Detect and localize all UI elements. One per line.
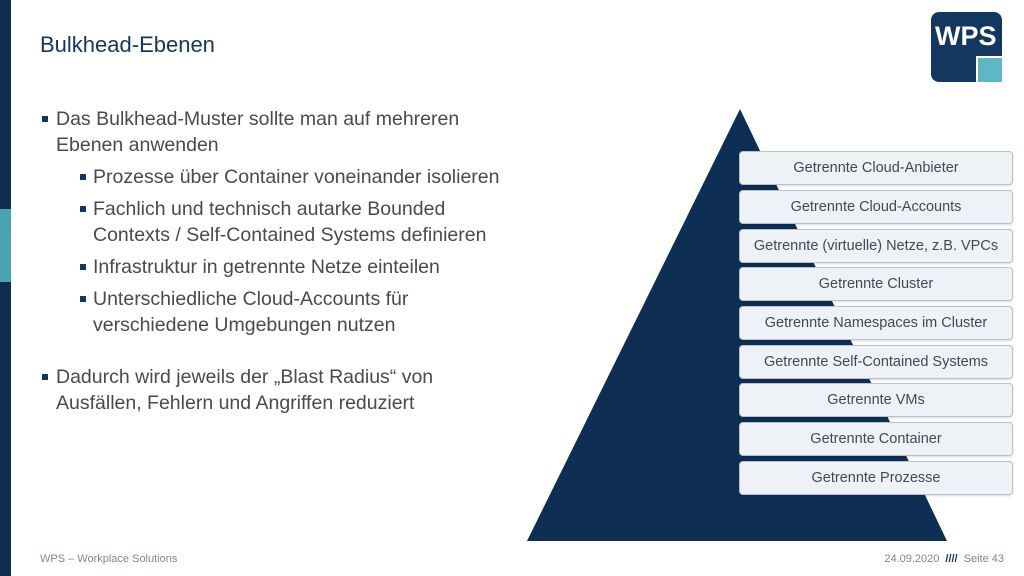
bullet-item: Dadurch wird jeweils der „Blast Radius“ … xyxy=(40,364,520,416)
footer-separator: //// xyxy=(945,553,958,565)
bullet-marker xyxy=(80,264,86,270)
left-edge-accent xyxy=(0,209,11,282)
pyramid-level: Getrennte VMs xyxy=(739,383,1013,417)
bullet-marker xyxy=(80,296,86,302)
footer-company: WPS – Workplace Solutions xyxy=(40,553,178,565)
pyramid-level: Getrennte Prozesse xyxy=(739,461,1013,495)
bullet-list: Das Bulkhead-Muster sollte man auf mehre… xyxy=(40,106,520,416)
pyramid-level: Getrennte Cloud-Anbieter xyxy=(739,151,1013,185)
bullet-marker xyxy=(80,206,86,212)
logo-accent-square xyxy=(976,56,1002,82)
bullet-text: Das Bulkhead-Muster sollte man auf mehre… xyxy=(56,108,460,156)
pyramid-level: Getrennte Container xyxy=(739,422,1013,456)
pyramid-level: Getrennte Cluster xyxy=(739,267,1013,301)
bullet-marker xyxy=(80,174,86,180)
left-edge-bar xyxy=(0,0,11,576)
bullet-text: Unterschiedliche Cloud-Accounts für vers… xyxy=(93,288,409,336)
footer-meta: 24.09.2020 //// Seite 43 xyxy=(884,553,1004,565)
sub-bullet-item: Unterschiedliche Cloud-Accounts für vers… xyxy=(40,286,520,338)
bullet-item: Das Bulkhead-Muster sollte man auf mehre… xyxy=(40,106,520,158)
footer-page-number: Seite 43 xyxy=(963,553,1004,565)
pyramid-level: Getrennte Self-Contained Systems xyxy=(739,345,1013,379)
pyramid-level: Getrennte Namespaces im Cluster xyxy=(739,306,1013,340)
bullet-marker xyxy=(42,116,48,122)
pyramid-level: Getrennte Cloud-Accounts xyxy=(739,190,1013,224)
logo-text: WPS xyxy=(935,21,997,51)
bullet-marker xyxy=(42,374,48,380)
sub-bullet-item: Fachlich und technisch autarke Bounded C… xyxy=(40,196,520,248)
sub-bullet-item: Prozesse über Container voneinander isol… xyxy=(40,164,520,190)
bullet-text: Fachlich und technisch autarke Bounded C… xyxy=(93,198,487,246)
pyramid-level: Getrennte (virtuelle) Netze, z.B. VPCs xyxy=(739,229,1013,263)
footer-date: 24.09.2020 xyxy=(884,553,940,565)
bullet-text: Infrastruktur in getrennte Netze einteil… xyxy=(93,256,440,278)
slide-title: Bulkhead-Ebenen xyxy=(40,32,215,57)
sub-bullet-item: Infrastruktur in getrennte Netze einteil… xyxy=(40,254,520,280)
bullet-text: Prozesse über Container voneinander isol… xyxy=(93,166,500,188)
wps-logo: WPS xyxy=(931,12,1002,82)
bullet-text: Dadurch wird jeweils der „Blast Radius“ … xyxy=(56,366,434,414)
